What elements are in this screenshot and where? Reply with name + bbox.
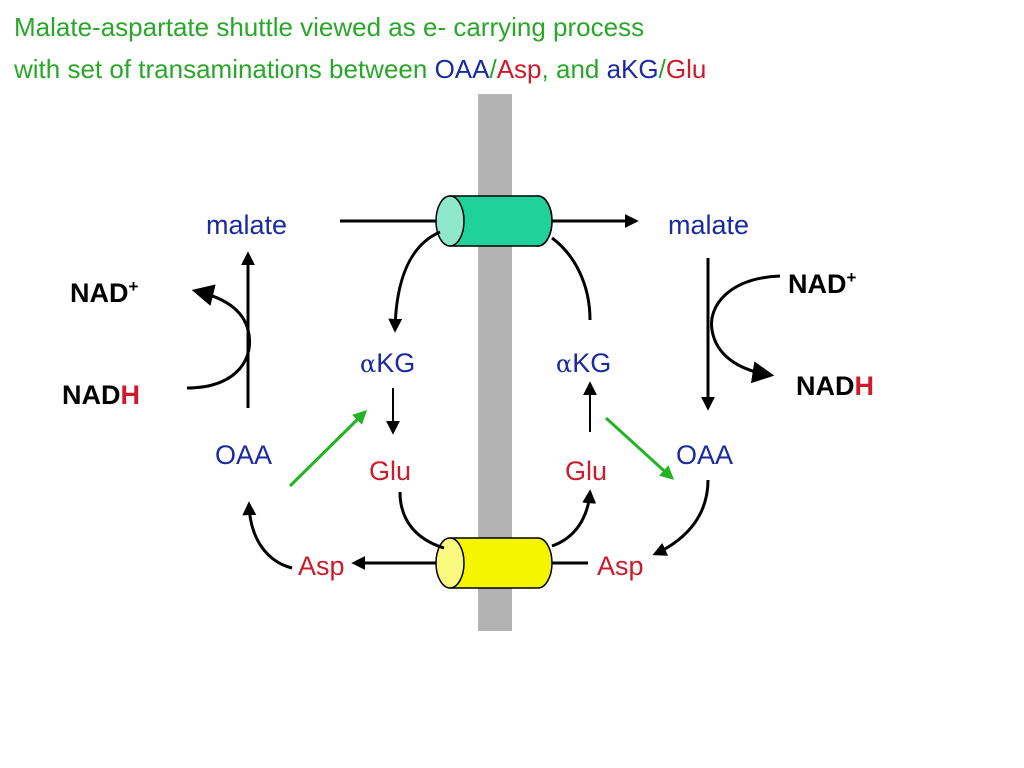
label-glu-right: Glu <box>565 456 607 486</box>
nadh-right-h: H <box>855 371 875 401</box>
nad-to-nadh-right-arrow <box>710 274 781 384</box>
glu-asp-transporter <box>435 537 553 589</box>
label-oaa-right: OAA <box>676 440 733 470</box>
title-slash-2: / <box>658 54 666 84</box>
label-nadh-right: NADH <box>796 371 874 401</box>
label-glu-left: Glu <box>369 456 411 486</box>
label-asp-left: Asp <box>298 551 345 581</box>
title-and: , and <box>541 54 607 84</box>
alpha-right: α <box>556 350 572 378</box>
label-akg-right: αKG <box>556 348 611 378</box>
nadh-left-h: H <box>121 380 141 410</box>
label-asp-right: Asp <box>597 551 644 581</box>
transamination-left-arrow <box>288 410 367 488</box>
label-oaa-left: OAA <box>215 440 272 470</box>
asp-to-oaa-left-arrow <box>242 501 293 570</box>
title-text-1: Malate-aspartate shuttle viewed as e- ca… <box>14 12 645 42</box>
title-slash-1: / <box>489 54 497 84</box>
label-nad-plus-left: NAD+ <box>70 277 139 308</box>
title-akg: aKG <box>606 54 659 84</box>
title-line-2: with set of transaminations between OAA/… <box>14 54 706 84</box>
alpha-left: α <box>360 350 376 378</box>
title-glu: Glu <box>665 54 707 84</box>
akg-right-text: KG <box>572 348 611 378</box>
transamination-right-arrow <box>604 416 675 480</box>
title-text-2-prefix: with set of transaminations between <box>14 54 435 84</box>
label-malate-right: malate <box>668 210 749 240</box>
transporter-to-akg-left-arrow <box>388 230 441 333</box>
nad-plus-right-sup: + <box>847 268 857 287</box>
title-line-1: Malate-aspartate shuttle viewed as e- ca… <box>14 12 644 42</box>
akg-right-to-transporter-curve <box>551 236 592 321</box>
label-akg-left: αKG <box>360 348 415 378</box>
label-nad-plus-right: NAD+ <box>788 268 857 299</box>
label-malate-left: malate <box>206 210 287 240</box>
label-nadh-left: NADH <box>62 380 140 410</box>
akg-left-text: KG <box>376 348 415 378</box>
malate-akg-transporter <box>435 195 553 247</box>
nad-plus-left-sup: + <box>129 277 139 296</box>
nadh-to-nad-left-arrow <box>186 284 252 390</box>
title-oaa: OAA <box>434 54 490 84</box>
oaa-to-asp-right-arrow <box>652 479 710 556</box>
transporter-to-glu-right-arrow <box>551 489 597 548</box>
title-asp: Asp <box>496 54 542 84</box>
glu-left-to-transporter-curve <box>398 491 445 550</box>
